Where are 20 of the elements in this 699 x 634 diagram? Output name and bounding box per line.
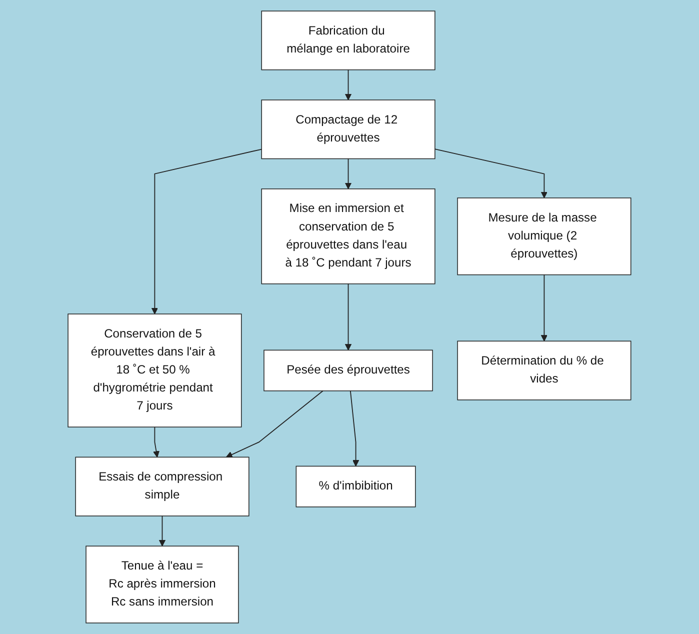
arrow (153, 426, 160, 458)
node-box: Tenue à l'eau = Rc après immersion Rc sans immersion (86, 546, 239, 624)
arrow (434, 148, 548, 198)
arrow (344, 69, 352, 100)
arrow (158, 516, 166, 546)
node-box: Conservation de 5 éprouvettes dans l'air à 18 ˚C et 50 % d'hygrométrie pendant 7 jours (68, 314, 242, 428)
node-box: Compactage de 12 éprouvettes (261, 100, 436, 160)
arrow (226, 390, 324, 458)
arrow (344, 158, 352, 190)
arrow (344, 283, 352, 350)
node-box: Détermination du % de vides (457, 340, 632, 400)
arrow (350, 390, 360, 466)
node-box: % d'imbibition (296, 466, 416, 508)
node-box: Essais de compression simple (75, 456, 250, 516)
node-box: Mise en immersion et conservation de 5 éprouvettes dans l'eau à 18 ˚C pendant 7 jours (261, 188, 436, 284)
arrow (151, 148, 262, 314)
node-box: Fabrication du mélange en laboratoire (261, 10, 436, 70)
node-box: Mesure de la masse volumique (2 éprouvettes) (457, 198, 632, 276)
node-box: Pesée des éprouvettes (264, 350, 433, 392)
arrow (540, 274, 548, 342)
